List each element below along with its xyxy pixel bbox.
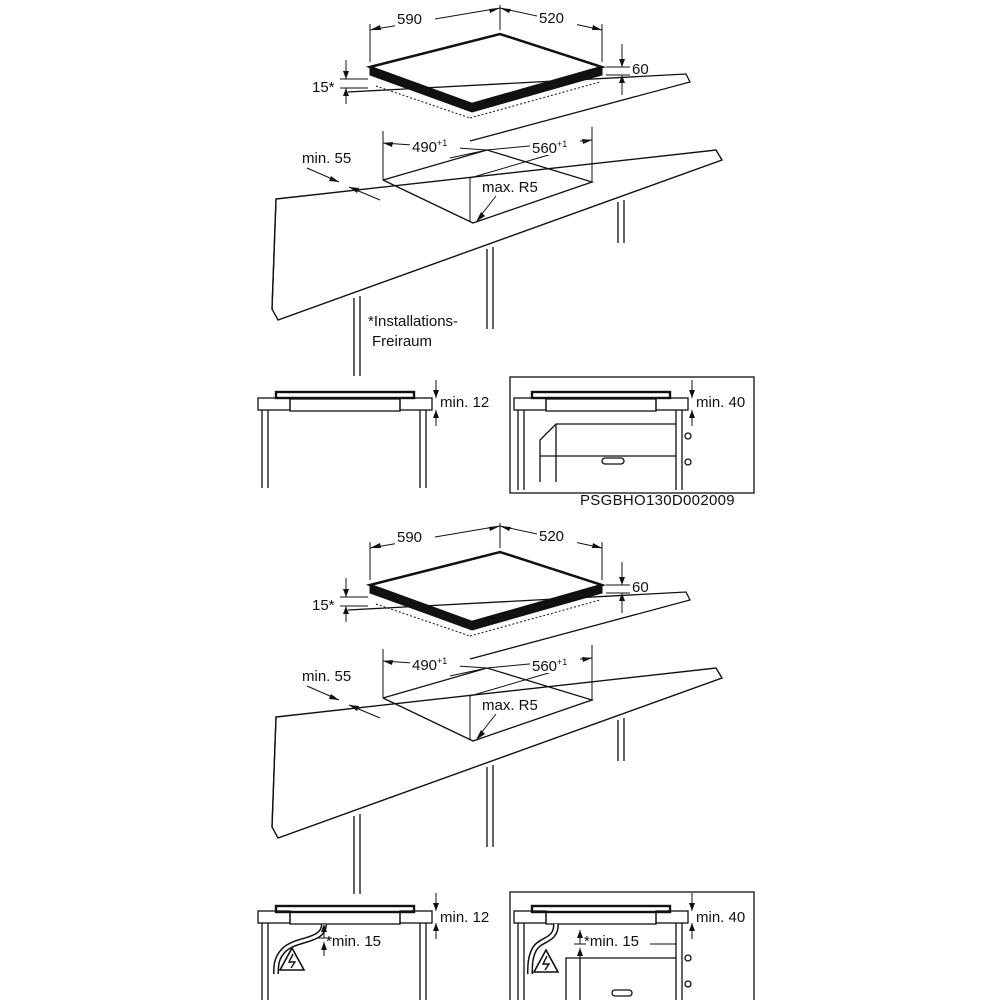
hob-perspective [365,550,607,631]
front-distance-label: min. 55 [302,668,351,685]
hob-depth-label: 520 [539,10,564,27]
cutout: 490+1 560+1 max. R5 [382,127,595,224]
cabinet-legs [353,718,625,894]
detail-right-gap-label: min. 40 [696,909,745,926]
cutout-width-label: 490+1 [412,138,447,156]
detail-left-section: min. 12 [257,380,489,488]
detail-left-section: *min. 15 min. 12 [257,893,489,1000]
dimension-front-distance: min. 55 [302,668,381,719]
worktop [271,591,724,839]
dimension-hob-height: 60 [606,562,649,613]
dimension-gap-left: 15* [312,60,368,104]
corner-radius-label: max. R5 [482,697,538,714]
installation-note-line2: Freiraum [372,333,432,350]
dimension-gap-left: 15* [312,578,368,622]
upper-installation-drawing: 590 520 60 15* [257,5,755,509]
dimension-hob-width: 590 [369,523,501,580]
cutout-depth-label: 560+1 [532,657,567,675]
detail-right-section: min. 40 [509,376,755,494]
cutout-depth-label: 560+1 [532,139,567,157]
hob-perspective [365,32,607,113]
gap-left-label: 15* [312,79,335,96]
detail-right-gap-label: min. 40 [696,394,745,411]
dimension-hob-depth: 520 [499,525,603,580]
electrical-hazard-icon [532,948,560,973]
dimension-hob-width: 590 [369,5,501,62]
electrical-hazard-icon [278,946,306,971]
detail-right-section: *min. 15 min. 40 [509,891,755,1000]
cabinet-legs [353,200,625,376]
hob-depth-label: 520 [539,528,564,545]
image-code: PSGBHO130D002009 [580,492,735,509]
hob-height-label: 60 [632,61,649,78]
detail-left-gap-label: min. 12 [440,909,489,926]
gap-left-label: 15* [312,597,335,614]
cutout: 490+1 560+1 max. R5 [382,645,595,742]
corner-radius-label: max. R5 [482,179,538,196]
detail-left-gap-label: min. 12 [440,394,489,411]
detail-right-clearance-label: *min. 15 [584,933,639,950]
installation-note-line1: *Installations- [368,313,458,330]
cutout-width-label: 490+1 [412,656,447,674]
hob-height-label: 60 [632,579,649,596]
dimension-front-distance: min. 55 [302,150,381,201]
hob-width-label: 590 [397,11,422,28]
front-distance-label: min. 55 [302,150,351,167]
dimension-hob-depth: 520 [499,7,603,62]
dimension-hob-height: 60 [606,44,649,95]
lower-installation-drawing: 590 520 60 15* [257,523,755,1000]
detail-left-clearance-label: *min. 15 [326,933,381,950]
hob-width-label: 590 [397,529,422,546]
worktop [271,73,724,321]
